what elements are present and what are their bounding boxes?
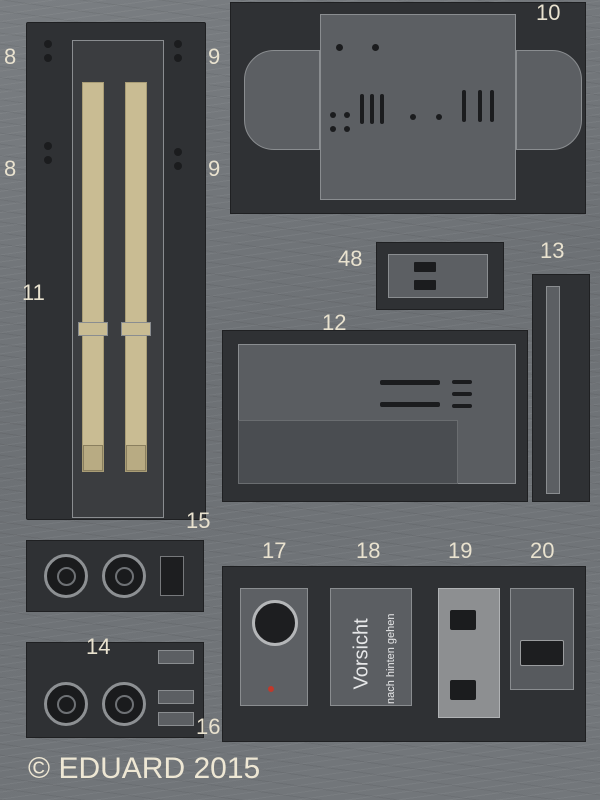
belt-hole-3 [174, 40, 182, 48]
part-number-11: 11 [22, 280, 45, 305]
part-12-slot-5 [452, 404, 472, 408]
panel-10-hole-8 [436, 114, 442, 120]
part-number-14: 14 [86, 634, 111, 659]
knob-15b-icon [102, 554, 146, 598]
panel-10-slot-3 [380, 94, 384, 124]
part-number-9b: 9 [208, 156, 221, 181]
panel-10-slot-4 [462, 90, 466, 122]
strap-tip-left [83, 445, 103, 471]
part-12-slot-4 [452, 392, 472, 396]
part-13-fret [532, 274, 590, 502]
belt-hole-7 [174, 148, 182, 156]
belt-hole-2 [44, 54, 52, 62]
part-number-16: 16 [196, 714, 221, 739]
copyright-text: © EDUARD 2015 [28, 752, 261, 785]
part-number-17: 17 [262, 538, 287, 563]
panel-10-hole-6 [344, 126, 350, 132]
part-19-window-2 [450, 680, 476, 700]
panel-10-slot-6 [490, 90, 494, 122]
panel-10-hole-4 [344, 112, 350, 118]
panel-10-slot-5 [478, 90, 482, 122]
part-number-12: 12 [322, 310, 347, 335]
belt-hole-8 [174, 162, 182, 170]
part-12-lower [238, 420, 458, 484]
strap-right [125, 82, 147, 472]
part-number-9a: 9 [208, 44, 221, 69]
panel-10-wing-right [516, 50, 582, 150]
part-12-slot-1 [380, 380, 440, 385]
panel-10 [320, 14, 516, 200]
part-number-8a: 8 [4, 44, 17, 69]
panel-10-hole-3 [330, 112, 336, 118]
part-15-keypad [160, 556, 184, 596]
part-number-13: 13 [540, 238, 565, 263]
belt-hole-6 [44, 156, 52, 164]
part-number-19: 19 [448, 538, 473, 563]
panel-10-hole-1 [336, 44, 343, 51]
part-12-slot-3 [452, 380, 472, 384]
belt-hole-4 [174, 54, 182, 62]
part-number-15: 15 [186, 508, 211, 533]
part-20 [510, 588, 574, 690]
part-number-18: 18 [356, 538, 381, 563]
knob-14b-icon [102, 682, 146, 726]
placard-title: Vorsicht [350, 618, 373, 690]
part-12-slot-2 [380, 402, 440, 407]
part-19-window-1 [450, 610, 476, 630]
part-20-gauge-icon [520, 640, 564, 666]
strap-tip-right [126, 445, 146, 471]
belt-hole-1 [44, 40, 52, 48]
part-18-placard [330, 588, 412, 706]
part-number-48: 48 [338, 246, 363, 271]
panel-10-slot-1 [360, 94, 364, 124]
part-17-led-icon [268, 686, 274, 692]
knob-14a-icon [44, 682, 88, 726]
part-16-top [158, 650, 194, 664]
part-48-switch-2 [414, 280, 436, 290]
part-13 [546, 286, 560, 494]
part-number-10: 10 [536, 0, 561, 25]
strap-left [82, 82, 104, 472]
knob-15a-icon [44, 554, 88, 598]
part-number-8b: 8 [4, 156, 17, 181]
part-16-mid [158, 690, 194, 704]
buckle-right [121, 322, 151, 336]
panel-10-hole-5 [330, 126, 336, 132]
panel-10-wing-left [244, 50, 320, 150]
buckle-left [78, 322, 108, 336]
placard-subtitle: nach hinten gehen [385, 613, 397, 704]
part-48 [388, 254, 488, 298]
part-number-20: 20 [530, 538, 555, 563]
panel-10-hole-2 [372, 44, 379, 51]
part-48-switch-1 [414, 262, 436, 272]
part-16-bottom [158, 712, 194, 726]
panel-10-hole-7 [410, 114, 416, 120]
panel-10-slot-2 [370, 94, 374, 124]
belt-hole-5 [44, 142, 52, 150]
part-17-dial-icon [252, 600, 298, 646]
